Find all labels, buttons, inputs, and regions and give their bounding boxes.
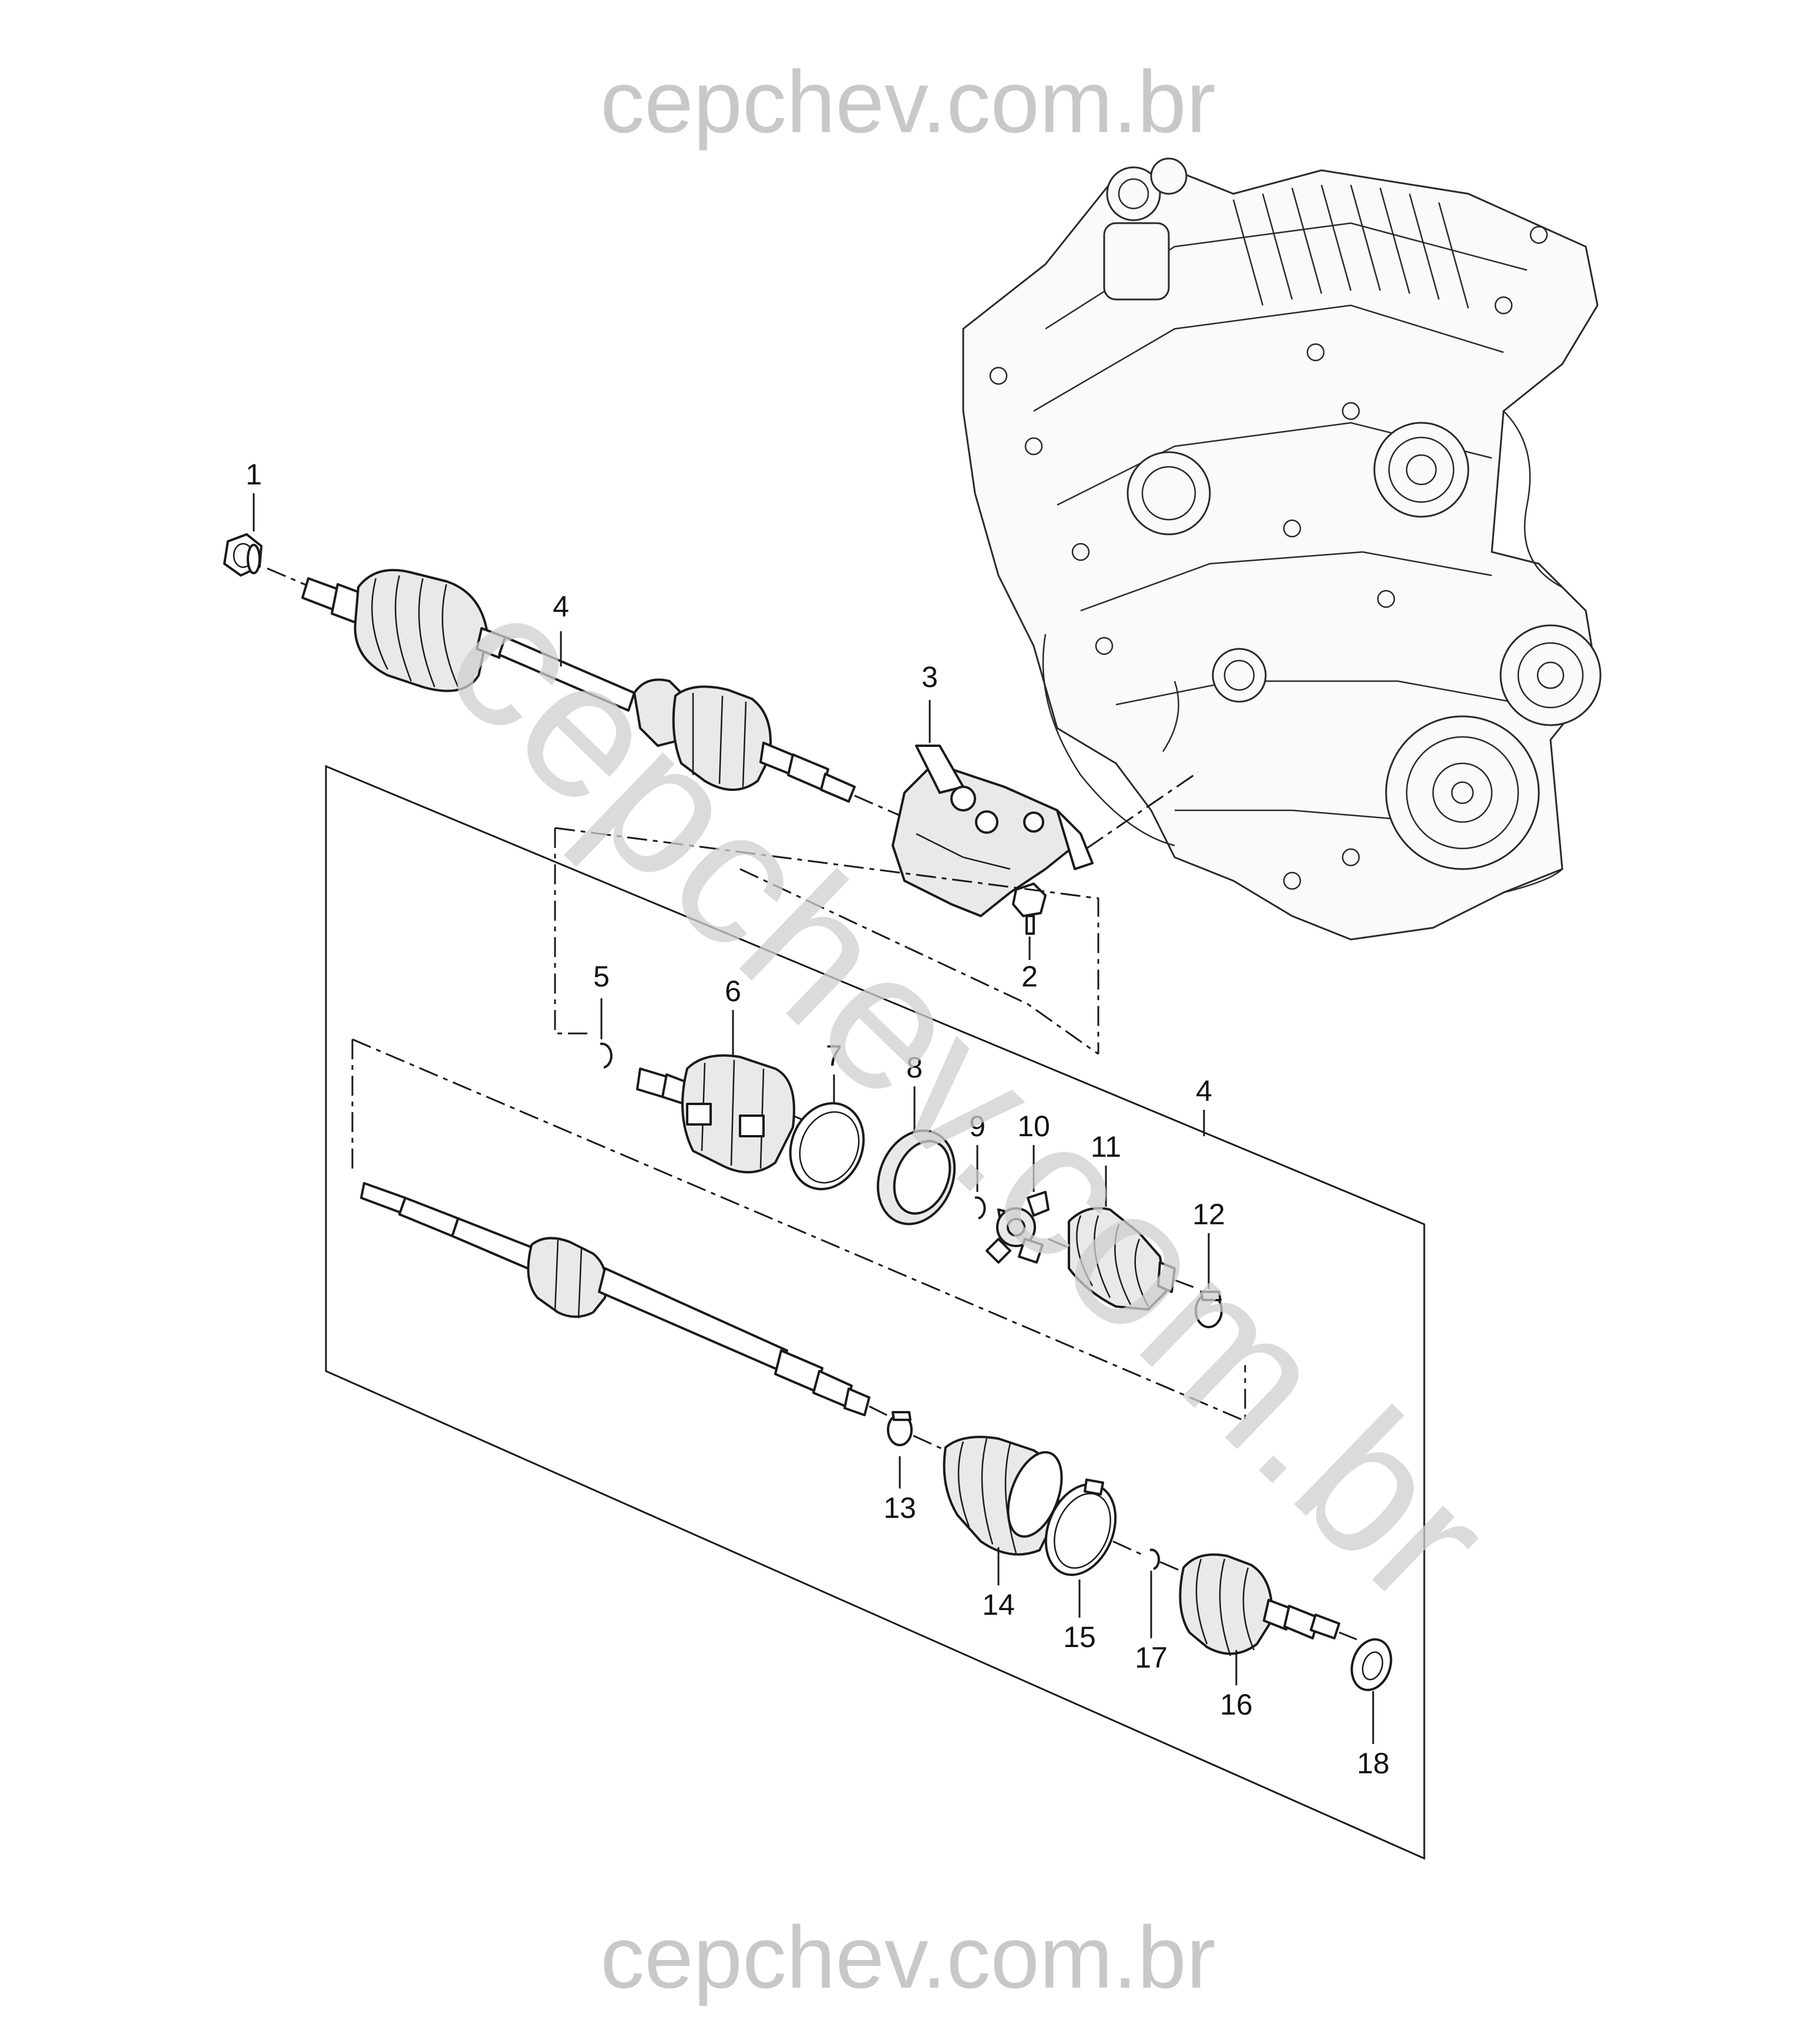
group-boundary-inner bbox=[554, 828, 587, 1035]
callout-4b: 4 bbox=[1196, 1075, 1212, 1107]
callout-12: 12 bbox=[1192, 1198, 1225, 1231]
outer-cv-boot bbox=[943, 1436, 1063, 1556]
callout-5: 5 bbox=[593, 960, 610, 993]
callout-17: 17 bbox=[1135, 1641, 1168, 1674]
centerline-bracket-engine bbox=[1086, 771, 1199, 850]
boot-clamp-13 bbox=[887, 1411, 913, 1446]
watermark-footer: cepchev.com.br bbox=[600, 1908, 1216, 2006]
callout-6: 6 bbox=[725, 975, 741, 1008]
centerline-17-16 bbox=[1159, 1561, 1181, 1572]
washer-18 bbox=[1350, 1638, 1393, 1691]
centerline-shaft-13 bbox=[869, 1405, 887, 1416]
callout-1: 1 bbox=[246, 458, 262, 491]
engine-assembly bbox=[962, 157, 1602, 941]
tripod-spider bbox=[986, 1191, 1050, 1264]
hub-nut bbox=[223, 533, 263, 577]
callout-13: 13 bbox=[883, 1491, 916, 1524]
callout-4a: 4 bbox=[553, 590, 569, 623]
callout-7: 7 bbox=[826, 1039, 842, 1072]
inner-cv-boot bbox=[1068, 1207, 1176, 1311]
retainer-ring-8 bbox=[876, 1129, 956, 1225]
callout-3: 3 bbox=[922, 661, 938, 693]
inner-joint-housing bbox=[636, 1054, 795, 1174]
boot-clamp-7 bbox=[789, 1102, 865, 1191]
callout-2: 2 bbox=[1021, 960, 1038, 993]
bearing-bracket bbox=[892, 745, 1094, 917]
outer-cv-joint bbox=[1179, 1553, 1340, 1656]
callout-16: 16 bbox=[1220, 1688, 1253, 1721]
centerline-11-12 bbox=[1174, 1279, 1199, 1290]
snap-ring-9 bbox=[974, 1196, 986, 1220]
exploded-view-frame bbox=[325, 765, 1425, 1860]
callout-15: 15 bbox=[1063, 1621, 1096, 1654]
callout-14: 14 bbox=[982, 1588, 1015, 1621]
snap-ring-5 bbox=[600, 1042, 613, 1069]
callout-11: 11 bbox=[1091, 1130, 1121, 1163]
callout-9: 9 bbox=[969, 1110, 986, 1143]
callout-18: 18 bbox=[1357, 1747, 1390, 1780]
bracket-bolt bbox=[1012, 883, 1047, 935]
group-boundary-inner-bottom bbox=[739, 868, 1099, 1055]
boot-clamp-15 bbox=[1044, 1479, 1117, 1576]
group-boundary-inner-top bbox=[554, 827, 1099, 1054]
centerline-15-17 bbox=[1112, 1540, 1146, 1557]
watermark-header: cepchev.com.br bbox=[600, 52, 1216, 151]
centerline-10-11 bbox=[1048, 1238, 1070, 1249]
callout-8: 8 bbox=[906, 1051, 923, 1084]
centerline-16-18 bbox=[1339, 1631, 1357, 1641]
axle-shaft-assembly-upper bbox=[267, 567, 902, 817]
callout-labels: 1 2 3 4 4 5 6 7 8 9 10 11 12 13 14 15 17… bbox=[246, 458, 1390, 1780]
half-shaft bbox=[360, 1182, 870, 1416]
boot-clamp-12 bbox=[1195, 1291, 1223, 1328]
centerline-13-14 bbox=[913, 1434, 946, 1452]
callout-10: 10 bbox=[1017, 1110, 1050, 1143]
snap-ring-17 bbox=[1149, 1548, 1161, 1570]
